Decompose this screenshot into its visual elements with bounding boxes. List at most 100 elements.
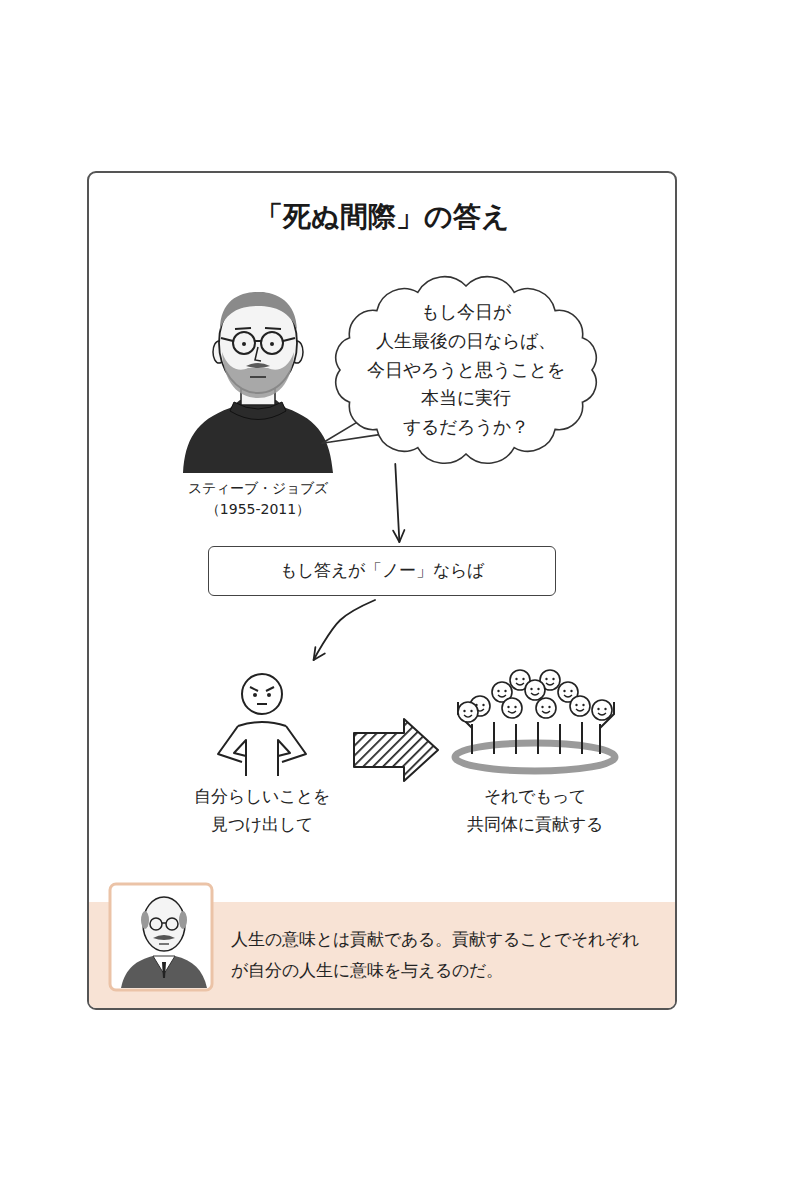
community-icon: [592, 700, 612, 720]
community-icon: [570, 690, 572, 692]
adler-portrait: [110, 884, 212, 990]
adler-portrait: [143, 897, 185, 951]
community-icon: [482, 704, 484, 706]
adler-portrait: [150, 918, 162, 930]
jobs-portrait: [221, 338, 233, 341]
node-text: それでもって 共同体に貢献する: [444, 782, 626, 838]
jobs-portrait: [255, 340, 261, 342]
adler-portrait: [162, 922, 166, 924]
community-icon: [497, 690, 499, 692]
adler-portrait: [141, 911, 149, 929]
community-icon: [463, 710, 465, 712]
person-icon: [282, 726, 306, 762]
block-arrow: [354, 719, 438, 781]
person-icon: [218, 726, 242, 762]
community-icon: [541, 706, 543, 708]
jobs-portrait: [242, 342, 246, 346]
community-icon: [575, 704, 577, 706]
community-icon: [470, 710, 472, 712]
community-icon: [548, 706, 550, 708]
community-icon: [515, 678, 517, 680]
community-icon: [598, 713, 606, 715]
flow-arrow: [314, 647, 325, 660]
community-icon: [493, 722, 495, 754]
community-icon: [516, 683, 524, 685]
diagram-title: 「死ぬ間際」の答え: [88, 200, 676, 234]
community-icon: [455, 670, 615, 771]
jobs-portrait: [255, 347, 261, 361]
block-arrow: [354, 719, 438, 781]
jobs-portrait: [235, 328, 251, 329]
portrait-frame: [89, 882, 239, 1014]
community-icon: [515, 724, 517, 754]
person-icon: [267, 693, 271, 697]
community-icon: [597, 708, 599, 710]
community-icon: [537, 688, 539, 690]
community-icon: [522, 678, 524, 680]
jobs-portrait: [283, 338, 295, 341]
community-icon: [525, 680, 545, 700]
community-icon: [546, 683, 554, 685]
jobs-portrait: [183, 400, 333, 473]
jobs-portrait: [265, 328, 281, 329]
jobs-portrait: [222, 352, 294, 398]
person-figure: 自分らしいことを 見つけ出して: [176, 662, 348, 844]
community-icon: [581, 722, 583, 754]
community-figure: それでもって 共同体に貢献する: [444, 662, 626, 844]
community-icon: [508, 711, 516, 713]
jobs-portrait: [246, 363, 270, 368]
flow-arrow: [314, 600, 375, 660]
jobs-portrait: [230, 402, 286, 420]
person-icon: [266, 687, 274, 691]
person-icon: [242, 674, 282, 714]
jobs-portrait: [220, 292, 297, 330]
person-icon: [253, 693, 257, 697]
quote-band: 人生の意味とは貢献である。貢献することでそれぞれが自分の人生に意味を与えるのだ。: [89, 902, 675, 1008]
outer-panel: [88, 172, 676, 1009]
person-icon: [250, 687, 258, 691]
community-icon: [559, 724, 561, 754]
node-text: もし今日が 人生最後の日ならば、 今日やろうと思うことを 本当に実行 するだろう…: [361, 298, 571, 442]
adler-portrait: [110, 884, 212, 990]
person-icon: [245, 740, 247, 776]
person-figure: [176, 662, 348, 782]
jobs-portrait: [250, 376, 266, 378]
community-icon: [464, 715, 472, 717]
community-icon: [542, 711, 550, 713]
node-text: もし答えが「ノー」ならば: [280, 559, 484, 583]
person-icon: [238, 722, 286, 726]
condition-box: もし答えが「ノー」ならば: [208, 546, 556, 596]
community-icon: [507, 706, 509, 708]
bubble-cloud: [336, 277, 596, 464]
flow-arrow: [393, 530, 404, 542]
figure-caption: （1955-2011）: [206, 501, 310, 519]
community-icon: [536, 698, 556, 718]
flow-arrow: [314, 600, 375, 660]
community-icon: [564, 695, 572, 697]
jobs-portrait: [233, 332, 255, 354]
community-icon: [552, 678, 554, 680]
community-icon: [498, 695, 506, 697]
community-icon: [458, 702, 478, 722]
flow-arrow: [395, 464, 399, 542]
person-icon: [234, 740, 246, 756]
community-icon: [514, 706, 516, 708]
community-icon: [582, 704, 584, 706]
community-icon: [531, 693, 539, 695]
adler-portrait: [159, 943, 169, 944]
community-icon: [576, 709, 584, 711]
community-icon: [502, 698, 522, 718]
adler-portrait: [179, 911, 187, 929]
speech-bubble: もし今日が 人生最後の日ならば、 今日やろうと思うことを 本当に実行 するだろう…: [330, 276, 602, 464]
jobs-portrait: [270, 342, 274, 346]
adler-portrait: [166, 918, 178, 930]
person-icon: [277, 740, 279, 776]
jobs-portrait: [183, 292, 333, 473]
node-text: 自分らしいことを 見つけ出して: [176, 782, 348, 838]
community-icon: [563, 690, 565, 692]
person-icon: [278, 740, 290, 756]
community-icon: [570, 696, 590, 716]
community-icon: [455, 743, 615, 771]
figure-caption: スティーブ・ジョブズ: [188, 480, 328, 498]
